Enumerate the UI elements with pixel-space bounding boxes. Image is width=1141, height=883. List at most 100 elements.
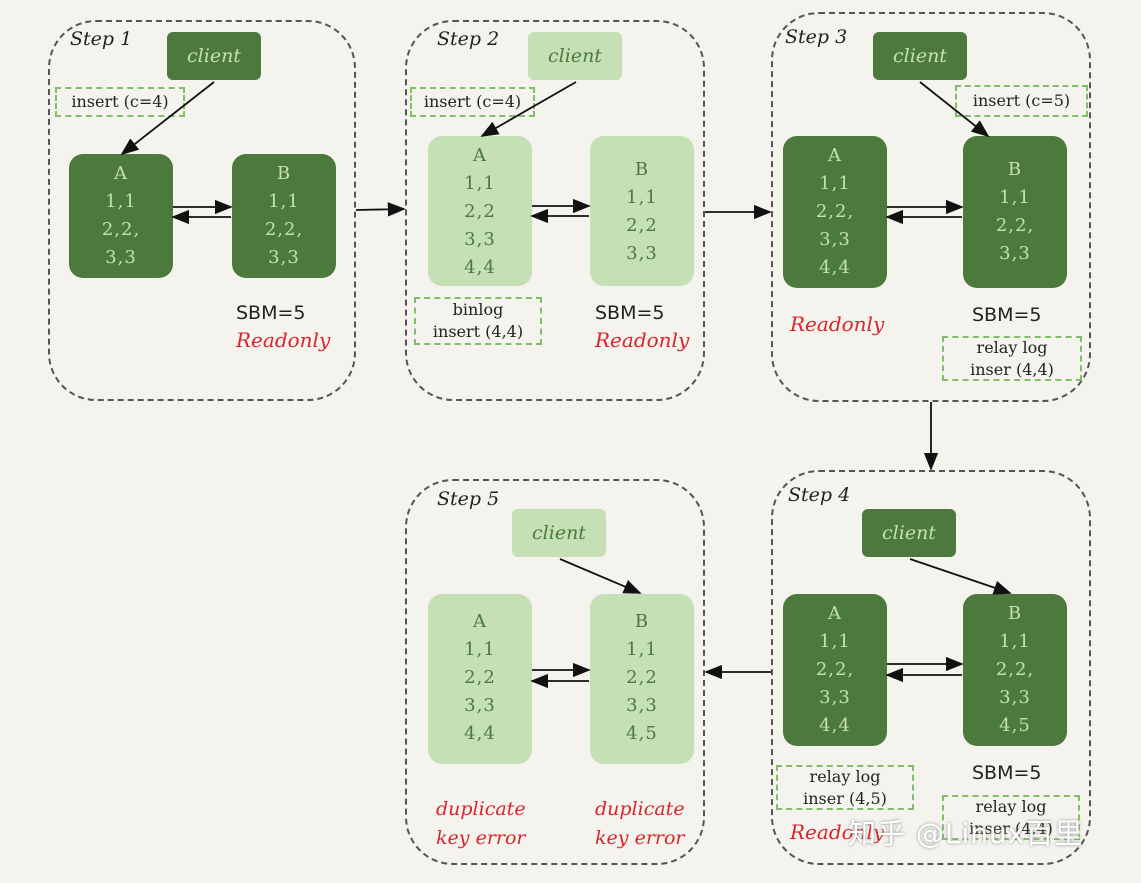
relay-line: inser (4,4) [970,359,1054,379]
node-row: 1,1 [999,187,1031,208]
step-5-panel [405,479,705,865]
node-row: 1,1 [268,191,300,212]
node-row: 4,5 [999,715,1031,736]
step-2-status: Readonly [595,328,690,352]
node-row: 3,3 [819,229,851,250]
step-3-node-b: B 1,1 2,2, 3,3 [963,136,1067,288]
step-1-client: client [167,32,261,80]
node-row: 4,5 [626,723,658,744]
binlog-line: binlog [452,300,504,319]
node-row: 1,1 [819,631,851,652]
error-line: key error [595,827,685,849]
node-row: 2,2 [626,667,658,688]
step-2-client: client [528,32,622,80]
node-row: 4,4 [464,257,496,278]
node-row: 2,2 [626,215,658,236]
node-title: A [114,163,128,184]
node-row: 1,1 [105,191,137,212]
step-4-relay-b-note: relay log inser (4,4) [942,795,1080,840]
step-2-binlog-note: binlog insert (4,4) [414,297,542,345]
node-row: 2,2, [101,219,141,240]
node-title: A [473,145,487,166]
node-title: B [276,163,292,184]
node-row: 1,1 [999,631,1031,652]
step-3-sbm: SBM=5 [972,304,1042,326]
node-row: 2,2, [815,201,855,222]
step-5-node-a: A 1,1 2,2 3,3 4,4 [428,594,532,764]
node-row: 2,2 [464,201,496,222]
step-3-panel [771,12,1091,402]
binlog-line: insert (4,4) [432,322,524,341]
node-row: 4,4 [464,723,496,744]
step-3-relay-note: relay log inser (4,4) [942,336,1082,381]
step-5-node-b: B 1,1 2,2 3,3 4,5 [590,594,694,764]
step-3-client: client [873,32,967,80]
step-1-query: insert (c=4) [71,92,169,111]
node-row: 3,3 [464,229,496,250]
node-row: 3,3 [626,243,658,264]
node-title: B [1007,159,1023,180]
step-4-label: Step 4 [788,484,851,506]
node-row: 1,1 [819,173,851,194]
node-row: 2,2, [264,219,304,240]
node-row: 2,2 [464,667,496,688]
step-1-status: Readonly [236,328,331,352]
watermark: 知乎 @Linux百里 [848,817,1084,850]
node-row: 3,3 [105,247,137,268]
step-4-sbm: SBM=5 [972,762,1042,784]
relay-line: relay log [975,796,1047,816]
node-title: A [828,603,842,624]
step-5-label: Step 5 [437,488,500,510]
error-line: key error [436,827,526,849]
node-row: 3,3 [819,687,851,708]
node-row: 1,1 [626,639,658,660]
node-row: 2,2, [815,659,855,680]
step-2-node-a: A 1,1 2,2 3,3 4,4 [428,136,532,286]
relay-line: relay log [976,337,1048,357]
step-4-node-a: A 1,1 2,2, 3,3 4,4 [783,594,887,746]
step-5-error-a: duplicate key error [436,795,526,853]
step-1-label: Step 1 [70,28,133,50]
step-1-panel [48,20,356,401]
node-row: 1,1 [464,639,496,660]
node-row: 4,4 [819,257,851,278]
node-row: 3,3 [626,695,658,716]
step-3-query: insert (c=5) [972,91,1071,110]
node-row: 2,2, [995,215,1035,236]
node-title: B [634,159,650,180]
step-3-label: Step 3 [785,26,848,48]
node-row: 1,1 [626,187,658,208]
node-row: 3,3 [464,695,496,716]
step-2-panel [405,20,705,401]
error-line: duplicate [595,798,685,820]
relay-line: inser (4,4) [969,818,1053,838]
step-3-query-note: insert (c=5) [955,85,1088,117]
node-title: A [473,611,487,632]
step-2-sbm: SBM=5 [595,302,665,324]
node-title: B [1007,603,1023,624]
error-line: duplicate [436,798,526,820]
node-row: 4,4 [819,715,851,736]
step-1-to-2-arrow [355,202,406,217]
step-5-error-b: duplicate key error [595,795,685,853]
node-title: A [828,145,842,166]
node-title: B [634,611,650,632]
step-2-query: insert (c=4) [423,92,522,111]
step-1-sbm: SBM=5 [236,302,306,324]
step-3-status: Readonly [790,312,885,336]
step-4-panel [771,470,1091,865]
step-2-query-note: insert (c=4) [410,87,535,117]
step-1-query-note: insert (c=4) [55,87,185,117]
step-2-node-b: B 1,1 2,2 3,3 [590,136,694,286]
relay-line: relay log [809,766,881,786]
node-row: 1,1 [464,173,496,194]
node-row: 2,2, [995,659,1035,680]
step-5-client: client [512,509,606,557]
relay-line: inser (4,5) [803,788,887,808]
step-4-relay-a-note: relay log inser (4,5) [776,765,914,810]
step-4-node-b: B 1,1 2,2, 3,3 4,5 [963,594,1067,746]
step-4-client: client [862,509,956,557]
node-row: 3,3 [268,247,300,268]
node-row: 3,3 [999,687,1031,708]
node-row: 3,3 [999,243,1031,264]
